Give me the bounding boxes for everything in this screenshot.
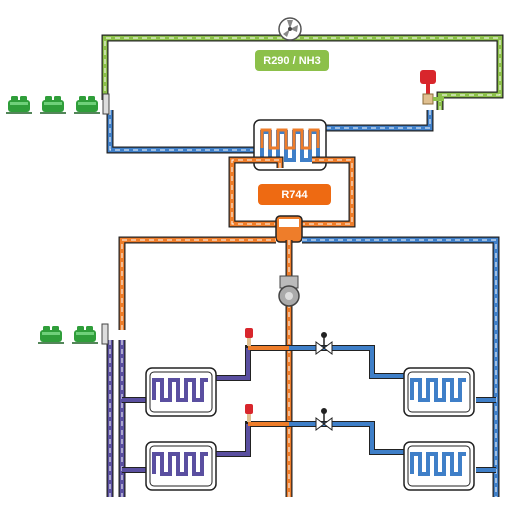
compressor-rack-low [37,323,109,345]
blue-suction-line [106,110,258,154]
fan-icon [278,17,302,41]
low-stage-circuit [37,156,500,497]
receiver-icon [275,215,303,243]
compressor-rack-high [5,93,110,115]
high-stage-circuit [5,17,504,154]
expansion-valve-icon [420,70,444,105]
evaporator-coil-icon [145,367,475,491]
solenoid-valve-icon [315,332,333,431]
expansion-valve-icon [245,328,253,422]
refrigerant-label-low-stage: R744 [258,184,331,205]
blue-liquid-line [326,110,434,132]
refrigerant-label-high-stage: R290 / NH3 [255,50,329,71]
pump-icon [278,275,300,307]
